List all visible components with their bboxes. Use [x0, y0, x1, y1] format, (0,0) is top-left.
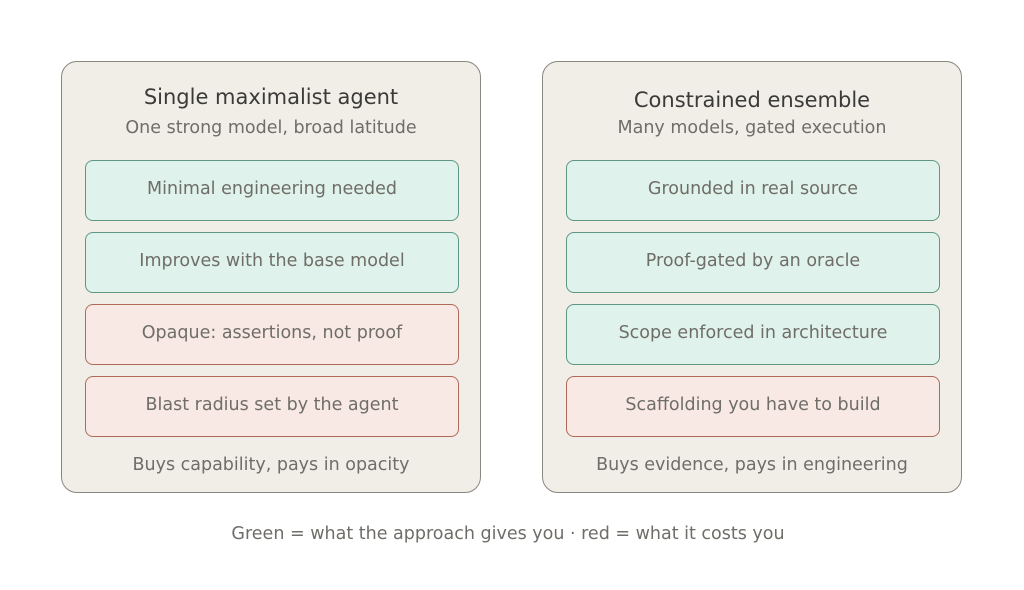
legend-caption: Green = what the approach gives you · re… [231, 524, 785, 544]
benefit-box: Improves with the base model [85, 232, 459, 293]
benefit-label: Grounded in real source [647, 178, 859, 199]
cost-box: Opaque: assertions, not proof [85, 304, 459, 365]
panel-summary: Buys evidence, pays in engineering [596, 455, 908, 475]
benefit-label: Proof-gated by an oracle [645, 250, 861, 271]
benefit-label: Scope enforced in architecture [618, 322, 888, 343]
panel-single-maximalist-agent: Single maximalist agent One strong model… [61, 61, 481, 493]
panel-constrained-ensemble: Constrained ensemble Many models, gated … [542, 61, 962, 493]
cost-label: Opaque: assertions, not proof [141, 322, 403, 343]
panel-summary: Buys capability, pays in opacity [132, 455, 410, 475]
cost-box: Scaffolding you have to build [566, 376, 940, 437]
panel-subtitle: Many models, gated execution [617, 118, 887, 138]
panel-subtitle: One strong model, broad latitude [125, 118, 417, 138]
cost-label: Scaffolding you have to build [625, 394, 881, 415]
panel-title: Single maximalist agent [143, 85, 399, 109]
benefit-label: Improves with the base model [139, 250, 405, 271]
benefit-box: Proof-gated by an oracle [566, 232, 940, 293]
benefit-box: Grounded in real source [566, 160, 940, 221]
benefit-box: Minimal engineering needed [85, 160, 459, 221]
panel-title: Constrained ensemble [633, 88, 871, 112]
benefit-box: Scope enforced in architecture [566, 304, 940, 365]
benefit-label: Minimal engineering needed [147, 178, 397, 199]
cost-label: Blast radius set by the agent [145, 394, 399, 415]
cost-box: Blast radius set by the agent [85, 376, 459, 437]
